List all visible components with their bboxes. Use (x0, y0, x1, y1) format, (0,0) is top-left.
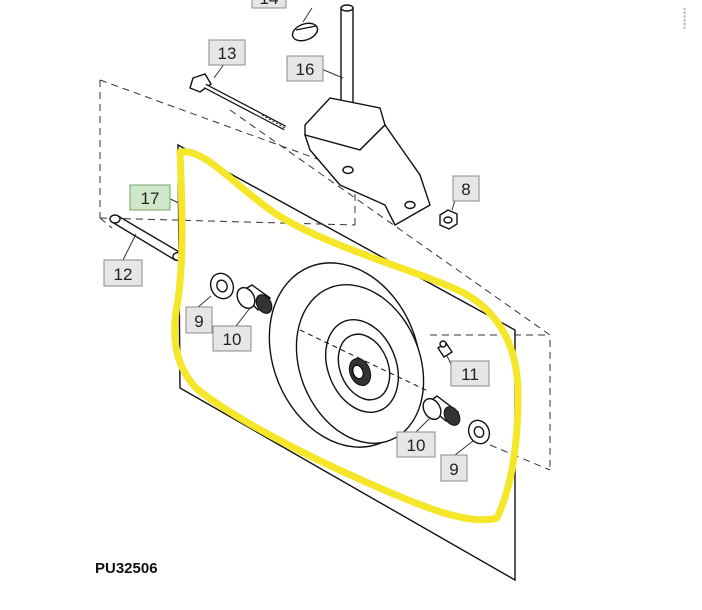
callout-10-right: 10 (396, 431, 436, 458)
callout-8: 8 (452, 175, 480, 202)
washer-left (209, 272, 235, 300)
svg-text:10: 10 (407, 436, 426, 455)
axle-bolt (189, 73, 287, 131)
callout-13: 13 (208, 39, 246, 66)
svg-text:13: 13 (218, 44, 237, 63)
svg-text:9: 9 (449, 460, 458, 479)
grease-fitting (437, 340, 453, 358)
svg-text:14: 14 (260, 0, 279, 8)
callout-17: 17 (129, 184, 171, 211)
spacer-tube (109, 214, 184, 262)
callout-12: 12 (103, 259, 143, 287)
svg-text:17: 17 (141, 189, 160, 208)
callout-16: 16 (286, 55, 324, 82)
leader-lines (122, 59, 474, 456)
svg-text:16: 16 (296, 60, 315, 79)
washer-right (467, 419, 491, 445)
svg-text:8: 8 (461, 180, 470, 199)
retaining-clip (291, 7, 319, 42)
callout-10-left: 10 (212, 325, 252, 352)
callout-11: 11 (450, 360, 490, 387)
highlight-outline (171, 148, 522, 524)
bearing-right (422, 395, 461, 426)
wheel-tire-assembly (268, 262, 431, 448)
bearing-left (236, 284, 273, 314)
figure-id: PU32506 (95, 560, 158, 577)
callout-9-left: 9 (185, 306, 213, 334)
svg-text:12: 12 (114, 265, 133, 284)
callout-14: 14 (251, 0, 287, 9)
callout-9-right: 9 (440, 454, 468, 482)
svg-text:11: 11 (461, 365, 479, 384)
svg-text:9: 9 (194, 312, 203, 331)
svg-text:10: 10 (223, 330, 242, 349)
lock-nut (439, 209, 458, 230)
corner-mark-icon: ⸽ (682, 6, 688, 30)
caster-fork (303, 4, 431, 226)
